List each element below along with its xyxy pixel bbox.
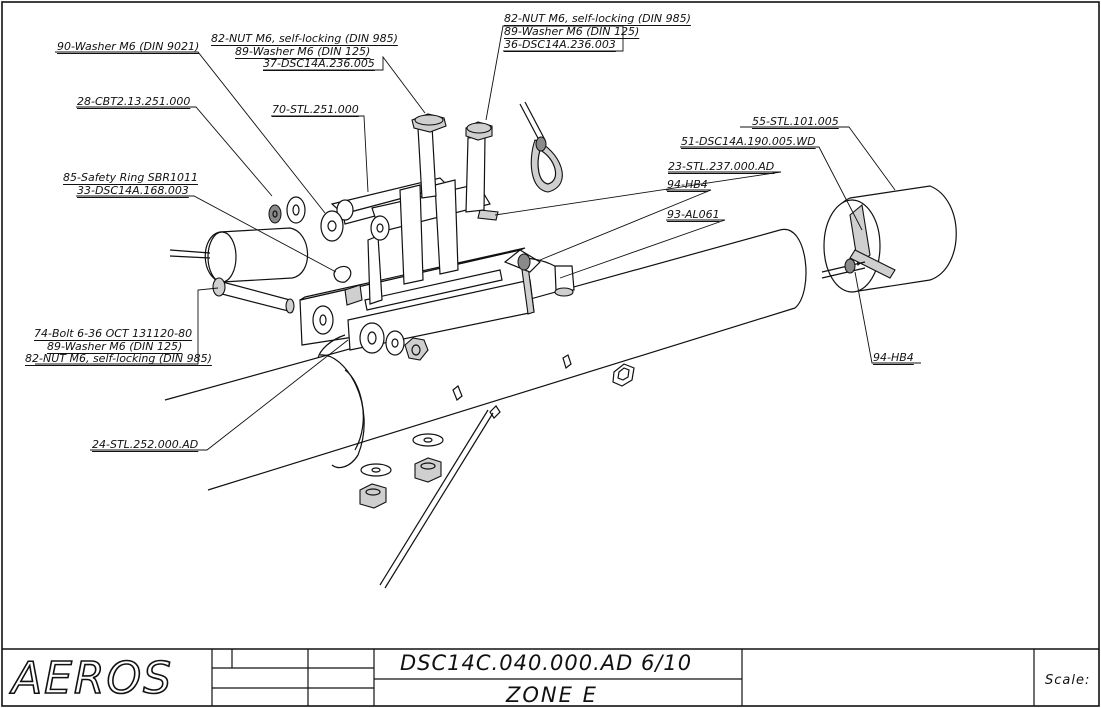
callout-part-33: 33-DSC14A.168.003 bbox=[77, 184, 189, 197]
callout-part-24: 24-STL.252.000.AD bbox=[92, 438, 198, 451]
bolt-74 bbox=[212, 277, 295, 314]
scale-label: Scale: bbox=[1045, 673, 1090, 688]
vertical-bolt-right bbox=[465, 121, 493, 213]
callout-part-51: 51-DSC14A.190.005.WD bbox=[681, 135, 816, 148]
lower-hardware bbox=[359, 433, 444, 509]
bracing-rod bbox=[379, 409, 494, 589]
callout-part-94-b: 94-HB4 bbox=[873, 351, 914, 364]
zone-label: ZONE E bbox=[505, 683, 598, 707]
callout-part-93: 93-AL061 bbox=[667, 208, 720, 221]
callout-washer-89-a: 89-Washer M6 (DIN 125) bbox=[235, 45, 370, 58]
callout-nut-82-b: 82-NUT M6, self-locking (DIN 985) bbox=[504, 12, 691, 25]
vertical-bolt-left bbox=[411, 113, 447, 199]
part-callouts: 90-Washer M6 (DIN 9021) 82-NUT M6, self-… bbox=[25, 12, 914, 452]
callout-nut-82-a: 82-NUT M6, self-locking (DIN 985) bbox=[211, 32, 398, 45]
title-block: AEROS DSC14C.040.000.AD 6/10 ZONE E Scal… bbox=[2, 648, 1099, 707]
company-logo: AEROS bbox=[9, 653, 173, 704]
callout-part-23: 23-STL.237.000.AD bbox=[668, 160, 774, 173]
callout-safety-ring-85: 85-Safety Ring SBR1011 bbox=[63, 171, 198, 184]
document-number: DSC14C.040.000.AD 6/10 bbox=[400, 651, 692, 675]
callout-part-70: 70-STL.251.000 bbox=[272, 103, 359, 116]
small-tube-end bbox=[169, 227, 309, 283]
callout-part-36: 36-DSC14A.236.003 bbox=[504, 38, 616, 51]
callout-part-28: 28-CBT2.13.251.000 bbox=[77, 95, 190, 108]
end-cap-tube bbox=[821, 185, 957, 293]
leader-lines bbox=[35, 25, 921, 451]
callout-washer-90: 90-Washer M6 (DIN 9021) bbox=[57, 40, 199, 53]
washer-stack-left bbox=[268, 196, 344, 242]
callout-part-55: 55-STL.101.005 bbox=[752, 115, 839, 128]
exploded-assembly-view bbox=[164, 101, 957, 589]
callout-washer-89-b: 89-Washer M6 (DIN 125) bbox=[504, 25, 639, 38]
callout-part-94-a: 94-HB4 bbox=[667, 178, 708, 191]
tube-fitting-shackle bbox=[503, 249, 575, 297]
callout-nut-82-c: 82-NUT M6, self-locking (DIN 985) bbox=[25, 352, 212, 365]
callout-part-37: 37-DSC14A.236.005 bbox=[263, 57, 375, 70]
callout-bolt-74: 74-Bolt 6-36 OCT 131120-80 bbox=[34, 327, 192, 340]
cable-thimble bbox=[519, 101, 563, 193]
callout-washer-89-c: 89-Washer M6 (DIN 125) bbox=[47, 340, 182, 353]
